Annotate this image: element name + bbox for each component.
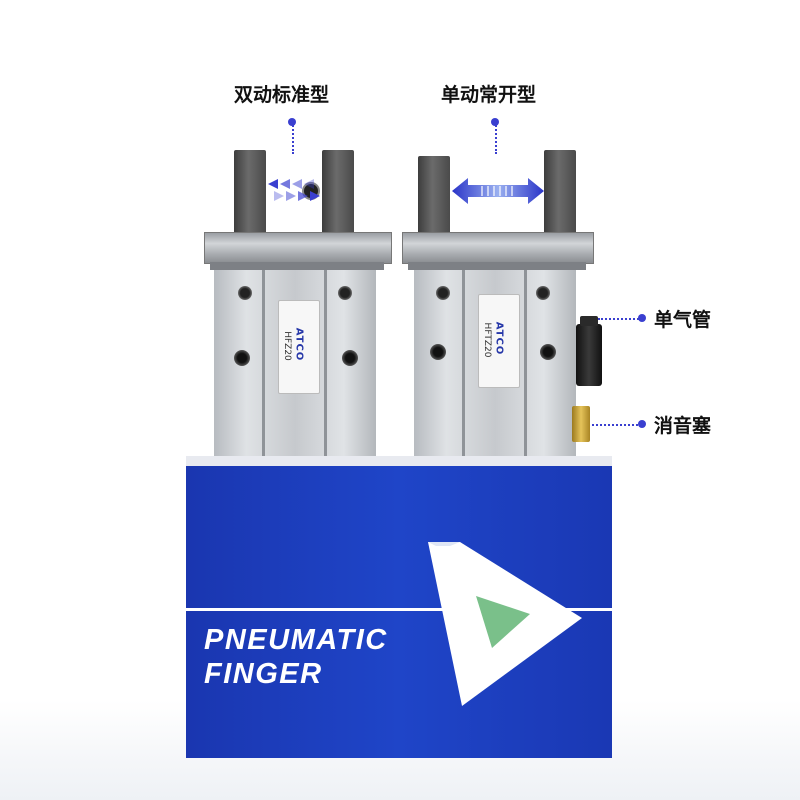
brand-a-logo-icon xyxy=(428,542,582,706)
jaw-right-b xyxy=(544,150,576,240)
pointer-line-left xyxy=(292,122,294,154)
label-silencer: 消音塞 xyxy=(654,415,712,437)
port-hole xyxy=(234,350,250,366)
bolt-hole xyxy=(238,286,252,300)
brand-logo: ATCO xyxy=(493,321,505,356)
brand-logo: ATCO xyxy=(293,327,305,362)
model-number: HFTZ20 xyxy=(482,322,492,358)
gripper-right: ATCO HFTZ20 xyxy=(400,150,610,470)
port-hole xyxy=(540,344,556,360)
bolt-hole xyxy=(436,286,450,300)
label-double-acting: 双动标准型 xyxy=(234,84,330,106)
port-hole xyxy=(342,350,358,366)
pointer-line-silencer xyxy=(592,424,642,426)
pointer-line-tube xyxy=(598,318,642,320)
product-sticker-right: ATCO HFTZ20 xyxy=(478,294,520,388)
box-text-line1: PNEUMATIC xyxy=(204,624,388,656)
air-tube-fitting xyxy=(576,324,602,386)
label-single-acting-open: 单动常开型 xyxy=(441,84,537,106)
box-text-line2: FINGER xyxy=(204,658,323,690)
pointer-dot-right xyxy=(491,118,499,126)
gripper-left: ATCO HFZ20 xyxy=(200,150,400,470)
port-hole xyxy=(430,344,446,360)
model-number: HFZ20 xyxy=(282,331,292,361)
jaw-right-a xyxy=(418,156,450,240)
pointer-dot-tube xyxy=(638,314,646,322)
silencer-plug xyxy=(572,406,590,442)
slide-rail-right xyxy=(402,232,594,264)
outward-arrow-icon xyxy=(452,178,544,204)
slide-rail-left xyxy=(204,232,392,264)
jaw-left-a xyxy=(234,150,266,240)
bolt-hole xyxy=(338,286,352,300)
bolt-hole xyxy=(536,286,550,300)
inward-arrows-icon xyxy=(268,179,320,201)
pointer-dot-silencer xyxy=(638,420,646,428)
label-single-air-tube: 单气管 xyxy=(654,309,712,331)
box-stripe xyxy=(186,608,612,611)
pointer-dot-left xyxy=(288,118,296,126)
jaw-left-b xyxy=(322,150,354,240)
product-sticker-left: ATCO HFZ20 xyxy=(278,300,320,394)
pointer-line-right xyxy=(495,122,497,154)
box-top-edge xyxy=(186,456,612,466)
